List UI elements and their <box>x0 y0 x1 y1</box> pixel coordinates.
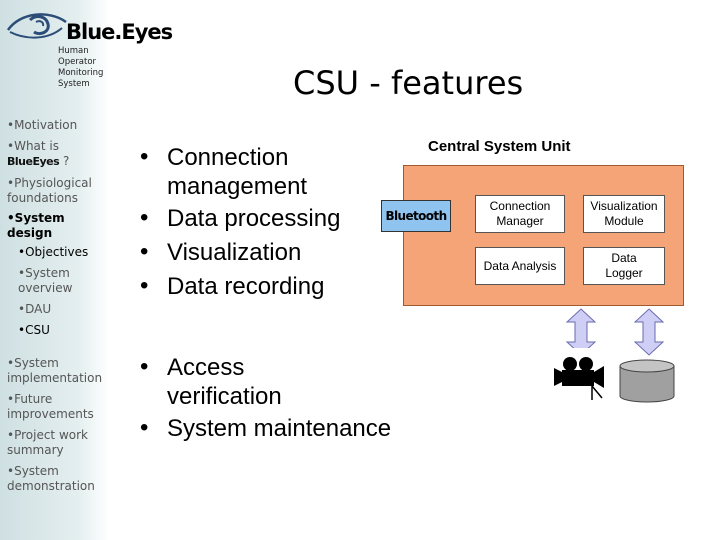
brand-name: Blue.Eyes <box>66 20 173 44</box>
nav-item-system-implementation[interactable]: •System implementation <box>7 356 103 385</box>
sidebar <box>0 0 110 540</box>
slide-title: CSU - features <box>293 64 524 102</box>
data-analysis-module: Data Analysis <box>475 247 565 285</box>
feature-item: •System maintenance <box>140 414 392 442</box>
database-icon <box>616 358 678 404</box>
nav-item-csu[interactable]: •CSU <box>18 323 50 337</box>
bluetooth-box: Bluetooth <box>381 200 451 232</box>
feature-item: •Visualization <box>140 238 302 266</box>
nav-item-motivation[interactable]: •Motivation <box>7 118 78 132</box>
nav-item-future-improvements[interactable]: •Future improvements <box>7 392 94 421</box>
nav-item-what-is[interactable]: •What is BlueEyes ? <box>7 139 70 168</box>
nav-item-system-overview[interactable]: •System overview <box>18 266 73 295</box>
brand-subtitle: Human Operator Monitoring System <box>58 46 104 89</box>
eye-logo-icon <box>6 13 67 39</box>
nav-item-physiological-foundations[interactable]: •Physiological foundations <box>7 176 92 205</box>
double-arrow-icon <box>634 308 664 356</box>
feature-item: •Data processing <box>140 204 341 232</box>
nav-item-system-design[interactable]: •System design <box>7 211 65 240</box>
nav-item-system-demonstration[interactable]: •System demonstration <box>7 464 95 493</box>
csu-label: Central System Unit <box>428 138 571 155</box>
nav-item-dau[interactable]: •DAU <box>18 302 52 316</box>
nav-item-project-work-summary[interactable]: •Project work summary <box>7 428 88 457</box>
feature-item: •Data recording <box>140 272 325 300</box>
video-camera-icon <box>552 348 612 408</box>
nav-item-objectives[interactable]: •Objectives <box>18 245 89 259</box>
